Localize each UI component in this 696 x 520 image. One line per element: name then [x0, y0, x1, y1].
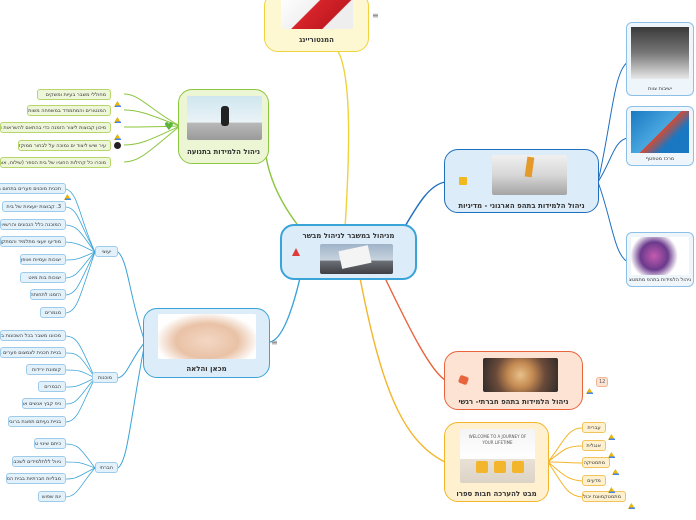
drive-icon: [628, 494, 635, 509]
system-child[interactable]: מרכז מטפטף: [626, 106, 694, 166]
container-leaf[interactable]: יצוכות בות מיוט: [20, 272, 66, 283]
node-central-title: מניהול במשבר לניהול מבשר: [302, 232, 395, 240]
node-social-title: ניהול הלמידות בתהפ חברתי- רגשי: [458, 398, 569, 406]
mentoring-leaf[interactable]: מוכרו כל קהילות החוגיו של בית הספר (שילו…: [0, 157, 111, 168]
board-text: WELCOME TO A JOURNEY OF YOUR LIFETIME: [468, 434, 527, 445]
drive-icon: [608, 478, 615, 493]
container-leaf[interactable]: הבמרים: [38, 381, 66, 392]
hands-image: [158, 314, 256, 359]
mentoring-leaf[interactable]: עיר שיש ליצוד ים נמוכה על לבחור ממוקד: [18, 140, 111, 151]
drive-icon: [608, 443, 615, 458]
container-leaf[interactable]: כיתם שינוי ט': [34, 438, 66, 449]
future-leaf[interactable]: מתמטיקה: [582, 457, 610, 468]
node-future[interactable]: WELCOME TO A JOURNEY OF YOUR LIFETIME מב…: [444, 422, 549, 502]
container-leaf[interactable]: מבליות חברתיות בבית הספר: [6, 473, 66, 484]
node-future-title: מבט להערכה חבות ספרו: [456, 490, 537, 498]
container-leaf[interactable]: גיוול ללתלמידים לשכבה ג': [12, 456, 66, 467]
future-leaf[interactable]: עברית: [582, 422, 606, 433]
warning-icon: [292, 248, 300, 256]
container-leaf[interactable]: המוכנה כלל הנכונים והרשויות בתחום: [0, 219, 66, 230]
container-leaf[interactable]: יצוכות ועמיות ואופן: [20, 254, 66, 265]
container-leaf[interactable]: יומ שפוש: [38, 491, 66, 502]
classroom-image: WELCOME TO A JOURNEY OF YOUR LIFETIME: [460, 429, 535, 483]
photo-image: [631, 111, 689, 153]
container-leaf[interactable]: מגמרים: [40, 307, 66, 318]
drive-icon: [608, 425, 615, 440]
mentoring-leaf[interactable]: מיכון קבוצות ליצור הזמנה כדי בהתאם להשרא…: [0, 122, 111, 133]
heart-icon: ♥: [164, 120, 174, 133]
drive-icon: [64, 185, 71, 200]
future-leaf[interactable]: אנגלית: [582, 440, 606, 451]
photo-image: [631, 237, 689, 275]
drive-icon: [114, 125, 121, 140]
node-system[interactable]: ניהול הלמידות בתהפ הארגוני - מדיניות: [444, 149, 599, 213]
container-leaf[interactable]: תכנית מוכנים פערים בתחום הלמידה: [0, 183, 66, 194]
system-child[interactable]: ניהול הלמידות בתהפ מתמטצ: [626, 232, 694, 287]
node-top-partial[interactable]: המנטוריינג: [264, 0, 369, 52]
node-system-title: ניהול הלמידות בתהפ הארגוני - מדיניות: [458, 202, 585, 210]
puzzle-image: [281, 0, 353, 29]
clock-icon: [114, 142, 121, 149]
chain-image: [492, 155, 567, 195]
future-leaf[interactable]: מדעים: [582, 475, 606, 486]
container-leaf[interactable]: בניית תכנית לצמצום פערים בתחום הלמידה: [0, 347, 66, 358]
drive-icon: [114, 108, 121, 123]
container-leaf[interactable]: קומונת ירידות: [26, 364, 66, 375]
photo-image: [631, 27, 689, 79]
note-icon: ≡: [271, 338, 278, 347]
mentoring-image: [187, 96, 262, 140]
hands-circle-image: [483, 358, 558, 392]
container-leaf[interactable]: בניית נעיתם תפוגת ברובי: [8, 416, 66, 427]
system-child-label: מרכז מטפטף: [645, 156, 675, 162]
system-child[interactable]: ישיבות צוות: [626, 22, 694, 96]
mentoring-leaf[interactable]: מחוללי משבר בעיות ומשקים: [37, 89, 111, 100]
central-image: [320, 244, 393, 274]
container-group-label[interactable]: יעוצי: [95, 246, 118, 257]
drive-icon: [114, 92, 121, 107]
node-mentoring[interactable]: ניהול הלמידות בתנועה: [178, 89, 269, 164]
attachment-count-badge: 12: [596, 377, 609, 387]
container-leaf[interactable]: ניפ קבץ אנשים אחד: [22, 398, 66, 409]
container-group-label[interactable]: חברתי: [95, 462, 118, 473]
mentoring-leaf[interactable]: המנטורים והמתמודד במשפחה משותפת: [27, 105, 111, 116]
node-mentoring-title: ניהול הלמידות בתנועה: [186, 148, 261, 156]
future-leaf[interactable]: מתמטקמוונת יכולה: [582, 491, 626, 502]
drive-icon: [612, 460, 619, 475]
node-central[interactable]: מניהול במשבר לניהול מבשר: [280, 224, 417, 280]
node-container[interactable]: מכאן והלאה: [143, 308, 270, 378]
system-child-label: ישיבות צוות: [648, 86, 672, 92]
container-leaf[interactable]: מודיעו יועצי מתלמיד והמתקן גן: [0, 236, 66, 247]
container-leaf[interactable]: מכוונו משבר בכל השכונות בונקציונלי: [0, 330, 66, 341]
note-icon: ≡: [372, 11, 379, 20]
container-leaf[interactable]: הזמנו לתחותה: [30, 289, 66, 300]
lock-icon: [459, 177, 467, 185]
node-top-partial-title: המנטוריינג: [299, 36, 334, 44]
container-group-label[interactable]: מוכנות: [92, 372, 118, 383]
system-child-label: ניהול הלמידות בתהפ מתמטצ: [628, 277, 692, 283]
node-container-title: מכאן והלאה: [186, 365, 227, 373]
container-leaf[interactable]: 3. קבוצות יועציות של בית: [2, 201, 66, 212]
drive-icon: [586, 379, 593, 394]
